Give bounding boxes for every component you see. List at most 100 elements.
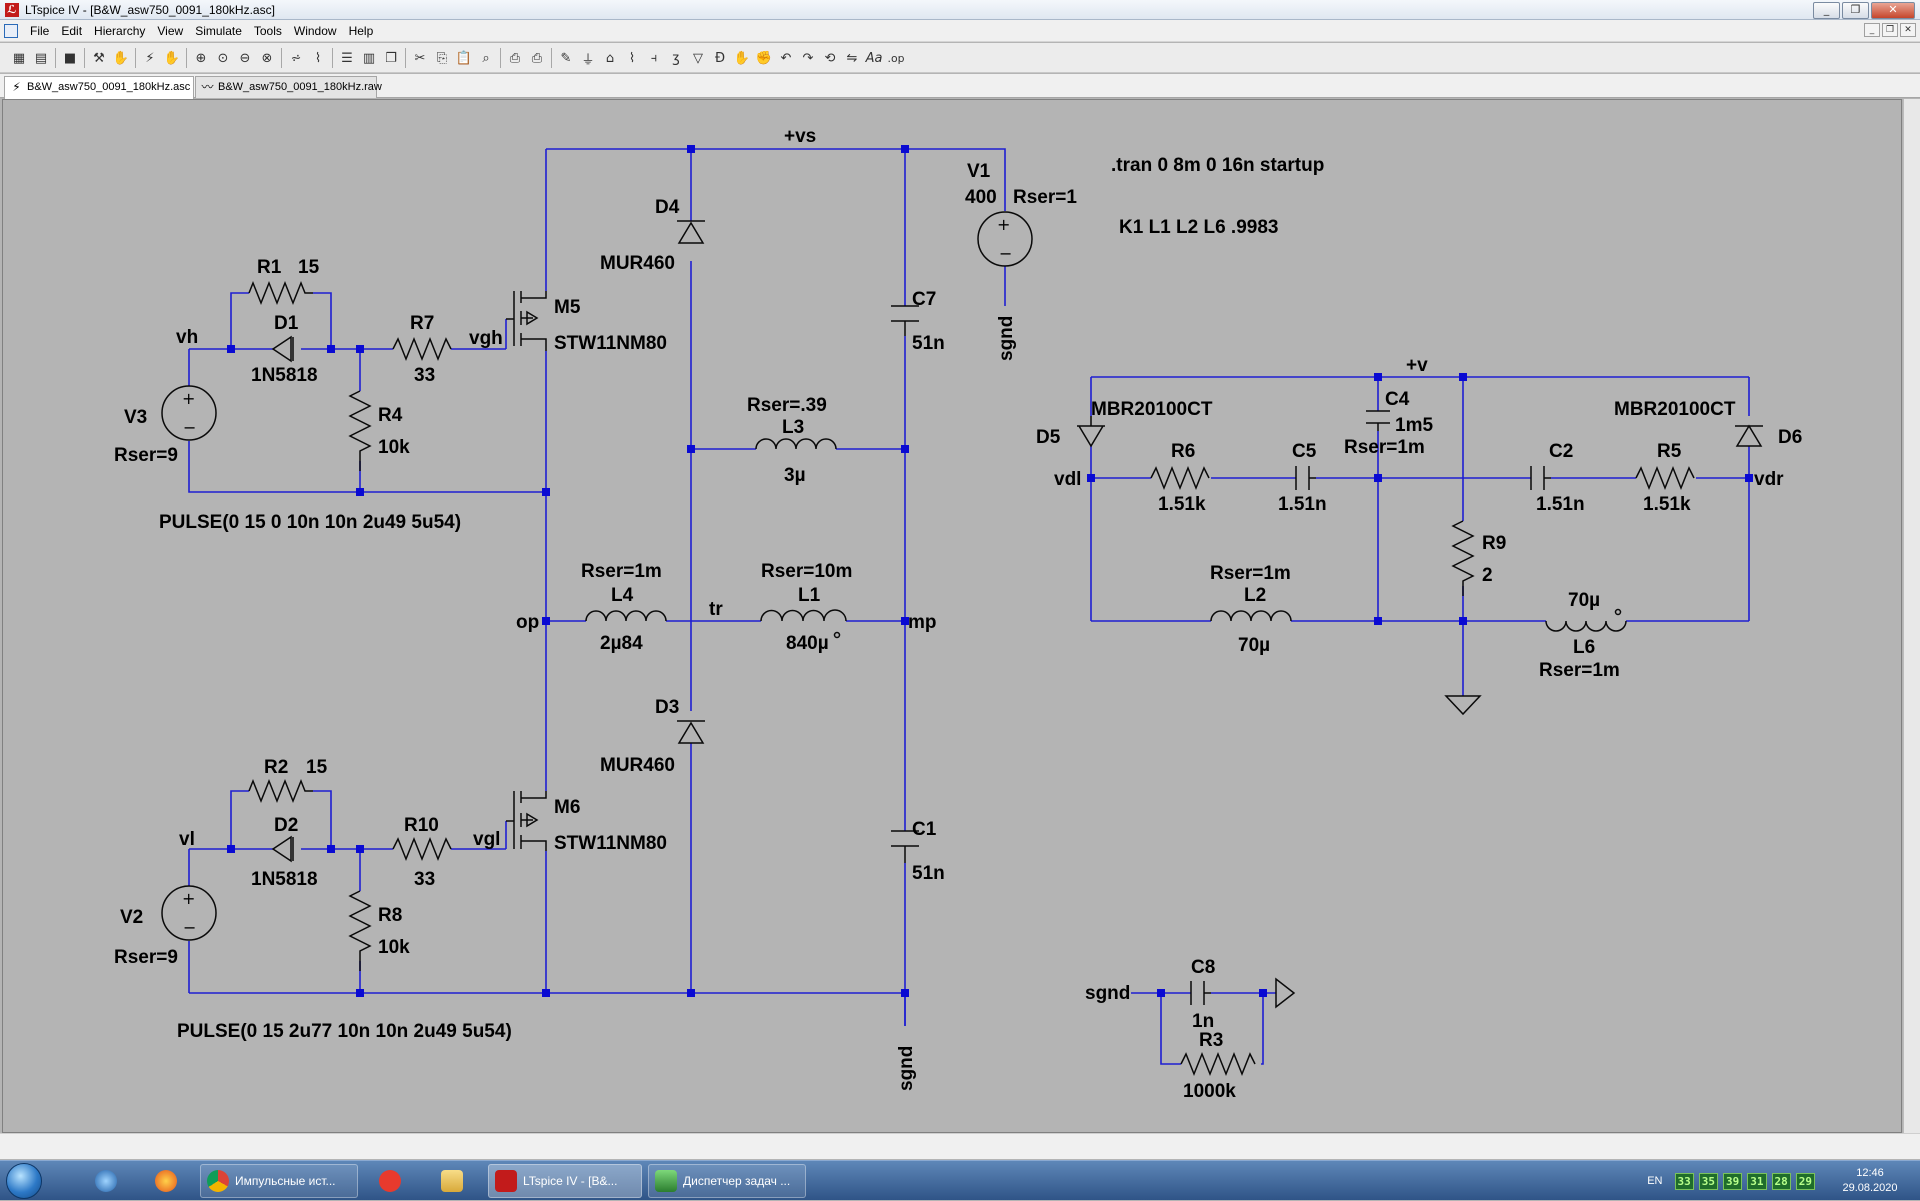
text-icon[interactable]: Aa [865,50,883,66]
horizontal-scrollbar[interactable] [0,1133,1920,1159]
taskbar-app-chrome[interactable]: Импульсные ист... [200,1164,358,1198]
capacitor-icon[interactable]: ⫞ [650,50,658,66]
diodes[interactable] [271,220,1763,863]
mdi-minimize-button[interactable]: _ [1864,23,1880,37]
copy-icon[interactable]: ⎘ [436,50,448,66]
print-preview-icon[interactable]: ⎙ [531,50,543,66]
svg-text:vh: vh [176,327,198,348]
resistor-icon[interactable]: ⌇ [628,50,636,66]
zoom-area-icon[interactable]: ⊙ [217,50,229,66]
tab-schematic[interactable]: ⚡ B&W_asw750_0091_180kHz.asc [4,76,194,99]
menu-help[interactable]: Help [348,24,374,38]
tab-label: B&W_asw750_0091_180kHz.raw [218,81,382,93]
schematic-canvas[interactable]: + − + − + − [2,99,1902,1133]
restore-button[interactable]: ❐ [1842,2,1869,19]
halt-icon[interactable]: ✋ [163,50,181,66]
svg-text:70µ: 70µ [1568,590,1600,611]
firefox-icon[interactable] [138,1164,194,1198]
zoom-fit-icon[interactable]: ⊗ [261,50,273,66]
svg-text:Rser=1m: Rser=1m [1344,437,1425,458]
menu-edit[interactable]: Edit [61,24,83,38]
mdi-restore-button[interactable]: ❐ [1882,23,1898,37]
undo-icon[interactable]: ↶ [780,50,792,66]
wires[interactable] [188,148,1750,1065]
menu-simulate[interactable]: Simulate [195,24,242,38]
capacitors[interactable] [891,305,1551,1005]
new-schematic-icon[interactable]: ▦ [12,50,26,66]
control-panel-icon[interactable]: ⚒ [93,50,105,66]
minimize-button[interactable]: _ [1813,2,1840,19]
run-icon[interactable]: ⚡ [145,50,155,66]
move-icon[interactable]: ✋ [733,50,751,66]
autorange-icon[interactable]: ⩫ [290,50,302,66]
resistors[interactable] [248,280,1695,1077]
tile-horizontal-icon[interactable]: ☰ [341,50,353,66]
spice-directive-icon[interactable]: .op [887,51,905,65]
tray-counter[interactable]: 33 [1674,1172,1694,1190]
voltage-source-v2[interactable]: + − [161,885,217,941]
cascade-icon[interactable]: ❐ [385,50,397,66]
tab-waveform[interactable]: 〰 B&W_asw750_0091_180kHz.raw [195,76,382,98]
rotate-icon[interactable]: ⟲ [824,50,836,66]
open-icon[interactable]: ▤ [34,50,48,66]
labels: .tran 0 8m 0 16n startup K1 L1 L2 L6 .99… [114,126,1802,1102]
svg-text:D1: D1 [274,313,299,334]
paste-icon[interactable]: 📋 [455,50,473,66]
tray-counter[interactable]: 31 [1747,1172,1767,1190]
menu-tools[interactable]: Tools [253,24,282,38]
label-net-icon[interactable]: ⌂ [605,50,615,66]
media-player-icon[interactable] [78,1164,134,1198]
toolbar-separator [135,48,136,68]
svg-text:C7: C7 [912,289,936,310]
voltage-source-v3[interactable]: + − [161,385,217,441]
start-button[interactable] [6,1163,42,1199]
inductor-icon[interactable]: ʒ [672,50,680,66]
svg-text:STW11NM80: STW11NM80 [554,333,667,354]
zoom-out-icon[interactable]: ⊖ [239,50,251,66]
ground-icon[interactable]: ⏚ [581,52,595,68]
vertical-scrollbar[interactable] [1903,99,1920,1133]
voltage-source-v1[interactable]: + − [977,211,1033,267]
wire-icon[interactable]: ✎ [560,50,572,66]
svg-text:Rser=.39: Rser=.39 [747,395,827,416]
menu-hierarchy[interactable]: Hierarchy [94,24,146,38]
svg-text:Rser=9: Rser=9 [114,445,178,466]
language-indicator[interactable]: EN [1647,1175,1663,1187]
menu-view[interactable]: View [157,24,184,38]
waveform-icon[interactable]: ⌇ [314,50,322,66]
find-icon[interactable]: ⌕ [482,50,490,66]
drag-icon[interactable]: ✊ [755,50,773,66]
component-icon[interactable]: Ɖ [714,50,726,66]
clock-time: 12:46 [1856,1167,1884,1179]
mirror-icon[interactable]: ⇋ [846,50,858,66]
taskbar-app-task-manager[interactable]: Диспетчер задач ... [648,1164,806,1198]
cut-icon[interactable]: ✂ [414,50,426,66]
schematic-drawing[interactable]: + − + − + − [3,100,1903,1134]
title-bar: ℒ LTspice IV - [B&W_asw750_0091_180kHz.a… [0,0,1920,20]
explorer-icon[interactable] [424,1164,480,1198]
toolbar-separator [332,48,333,68]
toolbar: ▦ ▤ ■ ⚒ ✋ ⚡ ✋ ⊕ ⊙ ⊖ ⊗ ⩫ ⌇ ☰ ▥ ❐ ✂ ⎘ 📋 ⌕ … [0,43,1920,73]
tray-counter[interactable]: 28 [1771,1172,1791,1190]
zoom-in-icon[interactable]: ⊕ [195,50,207,66]
clock[interactable]: 12:46 29.08.2020 [1820,1166,1920,1196]
tile-vertical-icon[interactable]: ▥ [362,50,376,66]
document-icon[interactable] [4,24,18,38]
diode-icon[interactable]: ▽ [693,50,703,66]
menu-window[interactable]: Window [293,24,337,38]
tray-counter[interactable]: 29 [1795,1172,1815,1190]
print-icon[interactable]: ⎙ [509,50,521,66]
save-icon[interactable]: ■ [63,50,77,66]
tray-counter[interactable]: 39 [1723,1172,1743,1190]
svg-text:+: + [182,389,195,408]
mdi-close-button[interactable]: ✕ [1900,23,1916,37]
menu-file[interactable]: File [30,24,50,38]
redo-icon[interactable]: ↷ [802,50,814,66]
close-button[interactable]: ✕ [1871,2,1915,19]
taskbar-app-ltspice[interactable]: LTspice IV - [B&... [488,1164,642,1198]
mosfets[interactable] [506,291,547,851]
inductors[interactable] [585,438,1627,639]
yandex-icon[interactable] [362,1164,418,1198]
tray-counter[interactable]: 35 [1698,1172,1718,1190]
pan-icon[interactable]: ✋ [112,50,130,66]
